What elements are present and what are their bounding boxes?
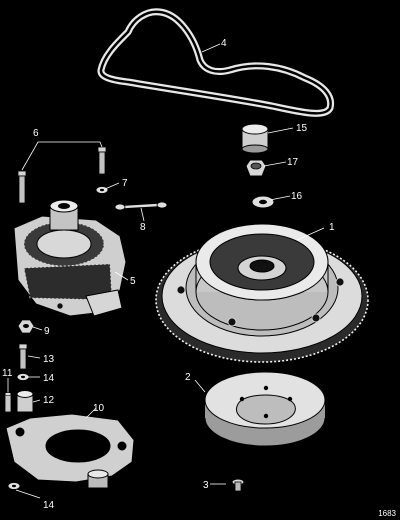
alternator-bolt-front [17, 170, 27, 204]
callout-12: 12 [43, 395, 55, 406]
alternator-nut [17, 319, 35, 334]
leader-lines [7, 43, 325, 499]
cap [241, 123, 269, 154]
callout-1: 1 [329, 222, 335, 233]
alternator-bolt-rear [97, 146, 107, 175]
callout-10: 10 [93, 403, 105, 414]
callout-11: 11 [2, 368, 13, 379]
bracket-stud [4, 392, 12, 413]
flywheel [155, 223, 369, 363]
callout-9: 9 [44, 326, 50, 337]
callout-15: 15 [296, 123, 308, 134]
callout-14-lower: 14 [43, 500, 55, 511]
ground-strap [114, 201, 168, 211]
callout-7: 7 [122, 178, 128, 189]
nut [245, 159, 267, 177]
drive-belt [97, 8, 335, 117]
bracket-spacer [16, 390, 34, 413]
callout-labels: 1 2 3 4 5 6 7 8 9 10 11 12 13 14 14 15 1… [2, 38, 335, 511]
callout-5: 5 [130, 276, 136, 287]
alternator-bracket [5, 413, 135, 489]
bracket-washer-lower [7, 482, 21, 490]
drive-coupler [204, 371, 326, 447]
callout-17: 17 [287, 157, 299, 168]
callout-14-upper: 14 [43, 373, 55, 384]
callout-13: 13 [43, 354, 55, 365]
callout-8: 8 [140, 222, 146, 233]
callout-6: 6 [33, 128, 39, 139]
figure-reference-number: 1683 [378, 509, 396, 518]
alternator [13, 199, 127, 317]
bracket-bolt [18, 343, 28, 370]
callout-2: 2 [185, 372, 191, 383]
callout-4: 4 [221, 38, 227, 49]
flywheel-washer [251, 195, 275, 209]
callout-16: 16 [291, 191, 303, 202]
callout-3: 3 [203, 480, 209, 491]
alternator-washer [95, 186, 109, 194]
coupler-screw [231, 478, 245, 492]
